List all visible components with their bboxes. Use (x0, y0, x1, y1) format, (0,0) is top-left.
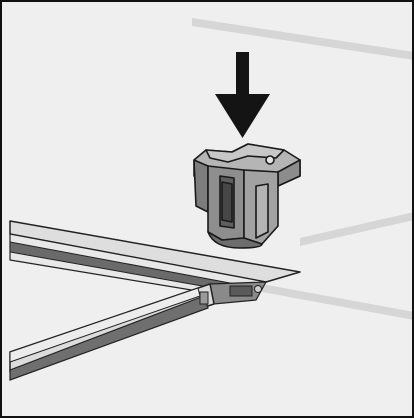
mounting-clip-icon (193, 143, 301, 249)
wall-edge-line-right (300, 212, 414, 246)
wall-edge-line-lower (262, 284, 414, 320)
wall-edge-line-top (192, 18, 414, 60)
trim-frame-icon (9, 220, 301, 381)
down-arrow-icon (215, 52, 270, 138)
